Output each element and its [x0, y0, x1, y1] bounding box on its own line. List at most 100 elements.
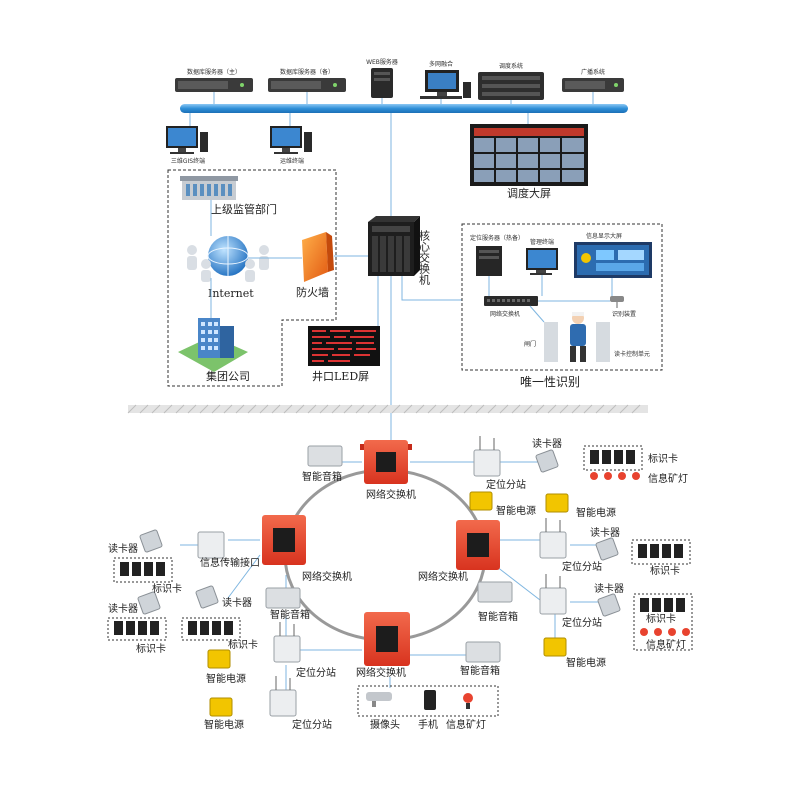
db-server-backup: [268, 78, 346, 92]
station-label-right-1: 定位分站: [562, 560, 602, 573]
station-bottom-left-1: [273, 635, 301, 663]
terminal-device-group: [357, 685, 499, 717]
power-bottom-left: [209, 697, 233, 717]
tag-label-top-right: 标识卡: [648, 452, 678, 465]
speaker-label-right: 智能音箱: [478, 610, 518, 623]
mgmt-terminal-icon: [526, 248, 558, 275]
camera-icon: [366, 692, 392, 707]
ident-links: [488, 275, 613, 323]
tag-label-left-2: 标识卡: [136, 642, 166, 655]
power-top: [469, 491, 493, 511]
reader-top-right: [535, 449, 559, 473]
speaker-label-left: 智能音箱: [270, 608, 310, 621]
external-links: [210, 200, 368, 318]
firewall-label: 防火墙: [296, 285, 329, 299]
smart-speaker-bottom: [465, 641, 501, 663]
reader-label-right-1: 读卡器: [590, 526, 620, 539]
ring-switch-top: [360, 440, 412, 484]
ground-divider: [128, 405, 648, 413]
gis-terminal: [166, 126, 208, 154]
station-antennas: [275, 436, 561, 690]
server-row: 数据库服务器（主） 数据库服务器（备） WEB服务器 多网融合 调度系统 广播系…: [175, 58, 624, 100]
cap-lamp-icon: [463, 693, 473, 709]
tag-label-left-1: 标识卡: [152, 582, 182, 595]
led-screen-label: 井口LED屏: [312, 369, 369, 383]
terminal-label-gis: 三维GIS终端: [171, 157, 205, 165]
power-label-right-top: 智能电源: [576, 506, 616, 519]
power-label-left: 智能电源: [206, 672, 246, 685]
station-bottom-left-2: [269, 689, 297, 717]
tag-label-right-2: 标识卡: [646, 612, 676, 625]
gate-label: 闸门: [524, 340, 536, 348]
lamp-label-top-right: 信息矿灯: [648, 472, 688, 485]
server-label-db-backup: 数据库服务器（备）: [280, 68, 334, 76]
dispatch-big-screen: [470, 124, 588, 186]
ops-terminal: [270, 126, 312, 154]
tag-label-right-1: 标识卡: [650, 564, 680, 577]
tag-group-right-2: [633, 593, 693, 651]
interface-label: 信息传输接口: [200, 556, 260, 569]
smart-speaker-right: [477, 581, 513, 603]
group-company-building-icon: [178, 318, 248, 372]
station-icons: [197, 449, 567, 717]
tag-group-left-1: [113, 557, 173, 583]
turnstile-gate-icon: [544, 312, 610, 362]
external-network-panel: [167, 169, 337, 387]
ring-switch-label-left: 网络交换机: [302, 570, 352, 583]
ring-switch-label-right: 网络交换机: [418, 570, 468, 583]
station-label-right-2: 定位分站: [562, 616, 602, 629]
reader-left-3: [195, 585, 219, 609]
server-label-db-primary: 数据库服务器（主）: [187, 68, 241, 76]
terminal-label-ops: 运维终端: [280, 157, 304, 165]
server-label-dispatch: 调度系统: [499, 62, 523, 70]
camera-label: 摄像头: [370, 718, 400, 731]
speaker-label-top: 智能音箱: [302, 470, 342, 483]
power-label-bottom-left: 智能电源: [204, 718, 244, 731]
recognizer-label: 识别装置: [612, 310, 636, 318]
reader-right-2: [597, 593, 621, 617]
speaker-label-bottom: 智能音箱: [460, 664, 500, 677]
tag-group-left-3: [181, 617, 241, 641]
server-label-web: WEB服务器: [366, 58, 398, 66]
big-screen-label: 调度大屏: [507, 186, 551, 200]
station-right-2: [539, 587, 567, 615]
station-label-bottom-2: 定位分站: [292, 718, 332, 731]
interface-box: [197, 531, 225, 559]
web-server: [371, 68, 393, 98]
mgmt-terminal-label: 管理终端: [530, 238, 554, 246]
multi-network-fusion: [420, 70, 471, 99]
reader-left-1: [139, 529, 163, 553]
controller-label: 读卡控制单元: [614, 350, 650, 358]
lamp-label-bottom: 信息矿灯: [446, 718, 486, 731]
recognizer-icon: [610, 296, 624, 308]
locate-server-label: 定位服务器（热备）: [470, 234, 524, 242]
led-screen: [308, 326, 380, 366]
power-right-bottom: [543, 637, 567, 657]
ring-switch-bottom: [364, 612, 410, 666]
reader-label-left-1: 读卡器: [108, 542, 138, 555]
reader-right-1: [595, 537, 619, 561]
phone-label: 手机: [418, 718, 438, 731]
firewall-icon: [302, 232, 334, 282]
panel-switch-label: 网络交换机: [490, 310, 520, 318]
ground-hatch: [127, 404, 641, 414]
power-left: [207, 649, 231, 669]
ring-switch-label-bottom: 网络交换机: [356, 666, 406, 679]
station-right-1: [539, 531, 567, 559]
core-links: [377, 276, 462, 440]
power-right-top: [545, 493, 569, 513]
server-label-broadcast: 广播系统: [581, 68, 605, 76]
ring-switch-right: [456, 520, 500, 570]
smart-speaker-icons: [265, 445, 513, 663]
station-label-bottom-1: 定位分站: [296, 666, 336, 679]
db-server-primary: [175, 78, 253, 92]
group-company-label: 集团公司: [206, 369, 250, 383]
power-label-top: 智能电源: [496, 504, 536, 517]
supervisor-building-icon: [180, 176, 238, 200]
reader-label-right-2: 读卡器: [594, 582, 624, 595]
power-icons: [207, 491, 569, 717]
internet-globe-icon: [187, 236, 269, 282]
ring-switch-left: [262, 515, 306, 565]
identification-title: 唯一性识别: [520, 375, 580, 389]
